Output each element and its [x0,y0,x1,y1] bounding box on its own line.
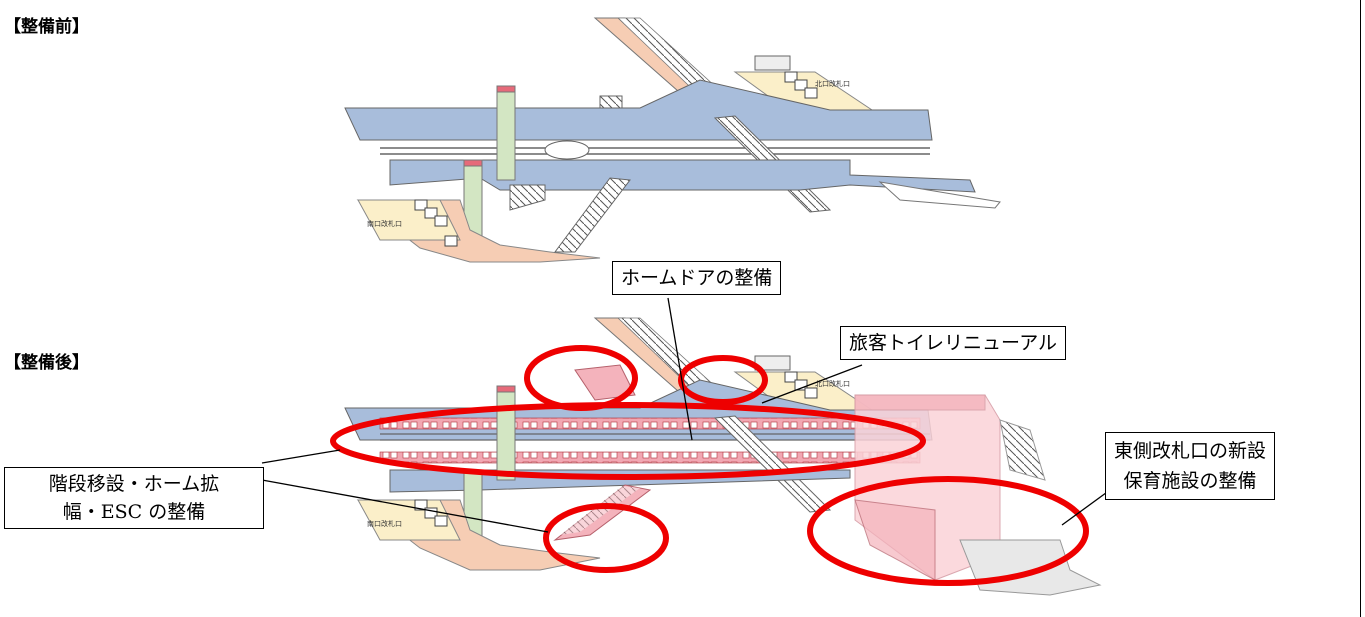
after-south-gate-label: 南口改札口 [367,519,402,528]
before-section-label: 【整備前】 [4,17,89,37]
before-pillar-1 [496,89,516,181]
before-south-gate-label: 南口改札口 [367,219,402,228]
after-north-gate-label: 北口改札口 [815,379,850,388]
after-new-stairs-top [574,364,636,401]
callout-toilet: 旅客トイレリニューアル [840,326,1067,360]
callout-stairs-line2: 幅・ESC の整備 [62,501,206,523]
callout-east-gate: 東側改札口の新設 保育施設の整備 [1105,432,1276,500]
before-lower-platform [389,159,976,193]
leader-east-gate [1061,489,1111,526]
callout-stairs: 階段移設・ホーム拡 幅・ESC の整備 [4,467,264,529]
after-home-doors-upper [379,417,921,430]
callout-home-door: ホームドアの整備 [612,261,782,295]
leader-stairs-1 [261,449,341,464]
highlight-east-gate [807,476,1089,586]
after-upper-platform [344,379,933,441]
callout-east-gate-line2: 保育施設の整備 [1123,470,1257,492]
before-diagram: 北口改札口 南口改札口 [344,17,1001,263]
before-north-gate-label: 北口改札口 [815,79,850,88]
before-upper-platform [344,79,933,141]
leader-toilet [761,364,863,404]
highlight-circles [330,345,1089,586]
leader-home-door [667,297,693,441]
callout-east-gate-line1: 東側改札口の新設 [1114,440,1267,462]
after-section-label: 【整備後】 [4,353,89,373]
before-south-stairs [554,177,631,253]
callout-home-door-text: ホームドアの整備 [621,267,773,289]
highlight-escalator [543,503,669,573]
page-right-border [1360,0,1361,617]
callout-toilet-text: 旅客トイレリニューアル [849,332,1058,354]
callout-stairs-line1: 階段移設・ホーム拡 [48,473,220,495]
highlight-toilet [678,355,768,405]
highlight-home-door [330,402,926,480]
after-pillar-1 [496,389,516,481]
leader-stairs-2 [261,479,549,533]
leader-lines [261,297,1111,533]
after-home-doors-lower [379,451,921,464]
